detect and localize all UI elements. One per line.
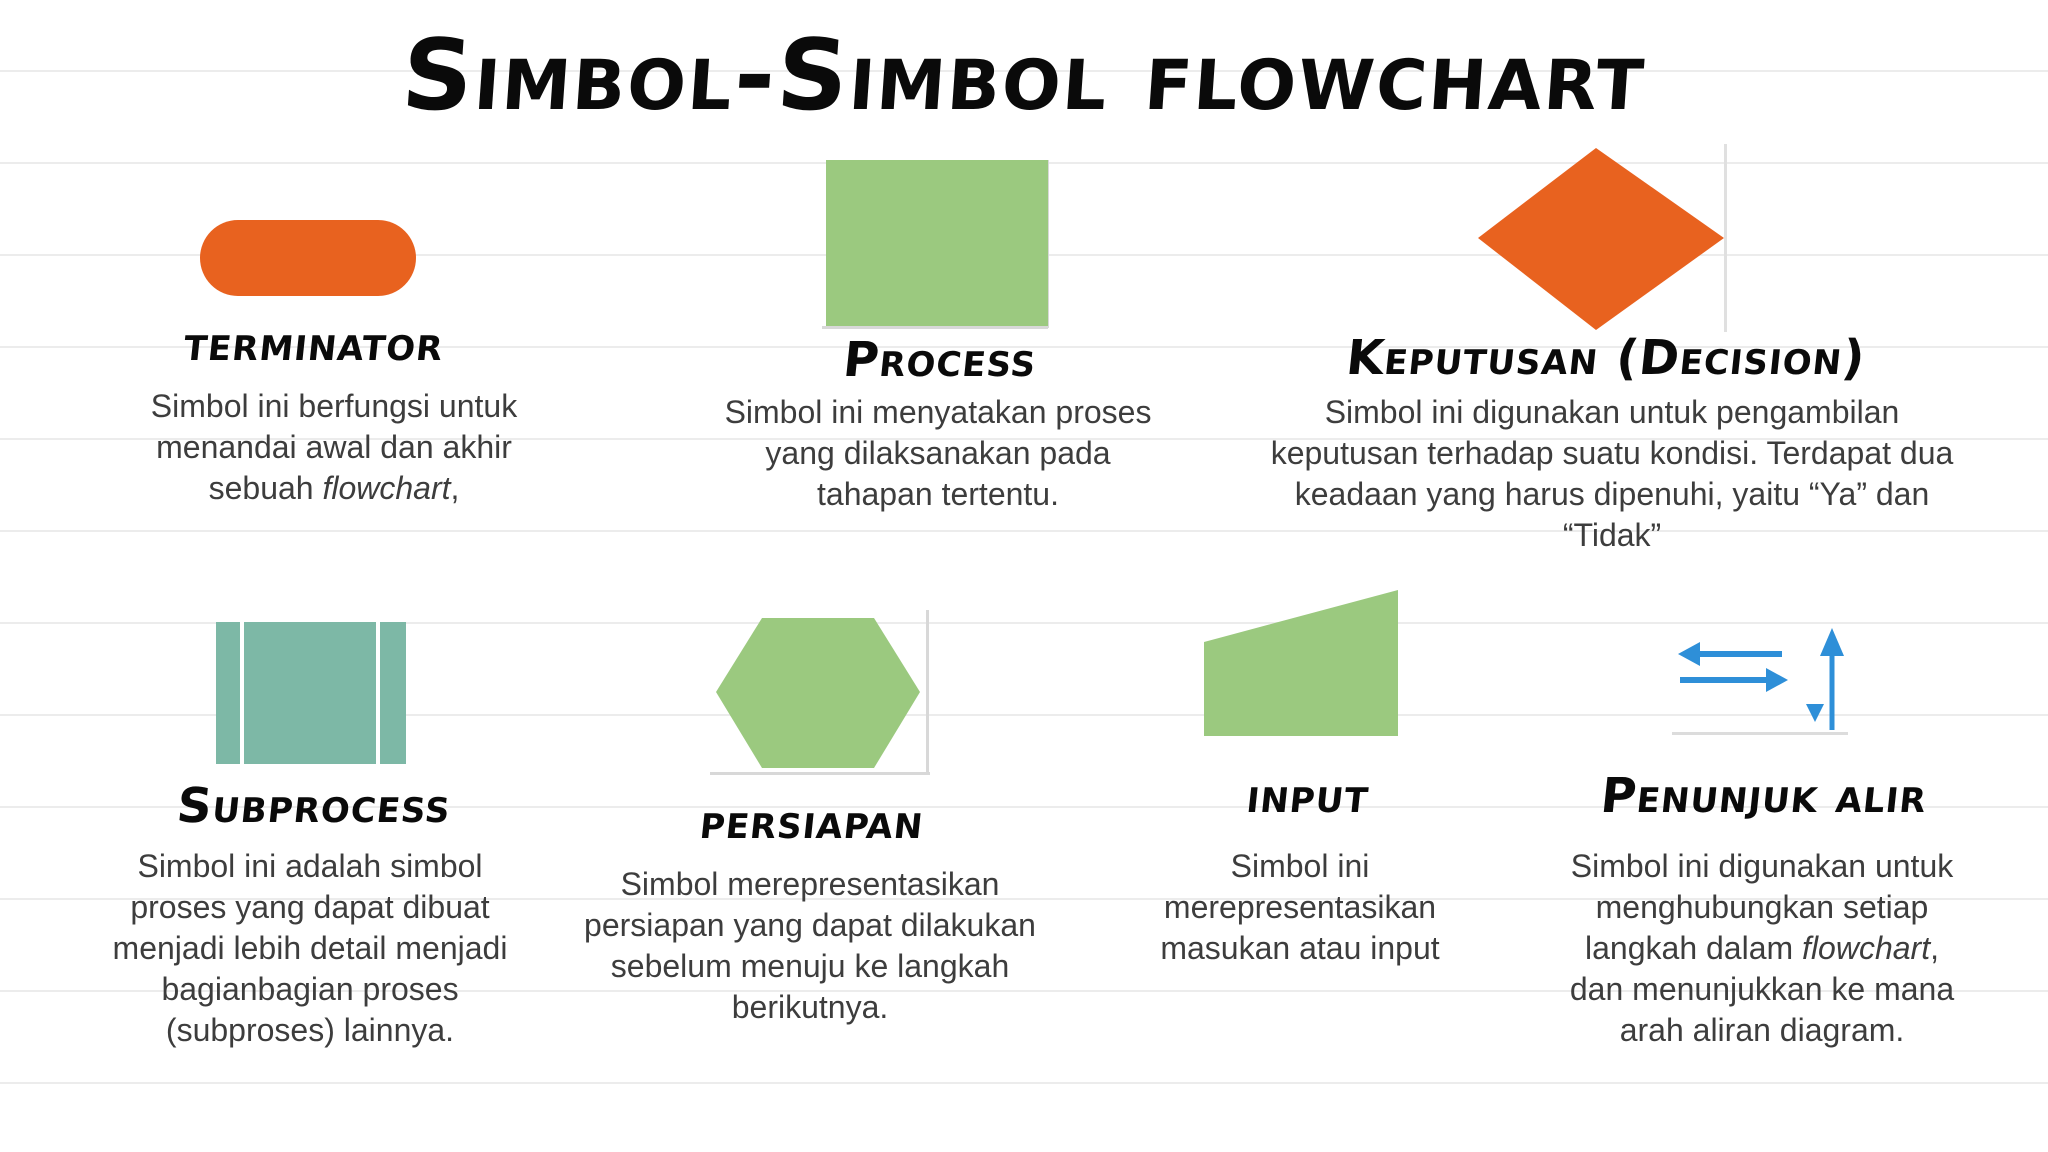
arrow-up-icon	[1820, 628, 1844, 730]
description-line: masukan atau input	[1160, 930, 1440, 966]
description-line: menandai awal dan akhir	[156, 429, 512, 465]
description-line: arah aliran diagram.	[1619, 1012, 1905, 1048]
description-line: merepresentasikan	[1163, 889, 1437, 925]
description-text: ,	[1930, 930, 1939, 966]
background-rule	[0, 438, 2048, 440]
description-line: Simbol merepresentasikan	[620, 866, 1000, 902]
description-emphasis: flowchart	[1802, 930, 1931, 966]
description-line: dan menunjukkan ke mana	[1569, 971, 1955, 1007]
decision-description: Simbol ini digunakan untuk pengambilan k…	[1232, 392, 1992, 556]
preparation-symbol	[706, 606, 930, 778]
flow-heading: Penunjuk alir	[1598, 768, 1931, 824]
description-text: ,	[450, 470, 460, 506]
description-text: sebuah	[208, 470, 323, 506]
description-text: langkah dalam	[1585, 930, 1803, 966]
flow-description: Simbol ini digunakan untuk menghubungkan…	[1522, 846, 2002, 1051]
description-line: menghubungkan setiap	[1595, 889, 1929, 925]
subprocess-heading: Subprocess	[174, 778, 454, 834]
subprocess-symbol	[214, 620, 410, 768]
background-rule	[0, 622, 2048, 624]
page-title: Simbol-Simbol flowchart	[398, 19, 1650, 133]
arrow-right-icon	[1680, 668, 1788, 692]
description-line: menjadi lebih detail menjadi	[112, 930, 508, 966]
background-rule	[0, 346, 2048, 348]
input-description: Simbol ini merepresentasikan masukan ata…	[1120, 846, 1480, 969]
description-line: berikutnya.	[731, 989, 889, 1025]
terminator-symbol	[196, 216, 422, 300]
process-description: Simbol ini menyatakan proses yang dilaks…	[688, 392, 1188, 515]
decision-symbol	[1466, 142, 1730, 336]
arrow-left-icon	[1678, 642, 1782, 666]
background-rule	[0, 806, 2048, 808]
background-rule	[0, 990, 2048, 992]
description-line: proses yang dapat dibuat	[130, 889, 490, 925]
description-line: tahapan tertentu.	[817, 476, 1059, 512]
description-line: keadaan yang harus dipenuhi, yaitu “Ya” …	[1294, 476, 1930, 512]
description-line: bagianbagian proses	[161, 971, 459, 1007]
description-line: Simbol ini digunakan untuk	[1570, 848, 1954, 884]
process-heading: Process	[840, 332, 1040, 388]
arrow-down-icon	[1806, 704, 1824, 722]
description-line: Simbol ini	[1230, 848, 1370, 884]
background-rule	[0, 70, 2048, 72]
description-line: Simbol ini menyatakan proses	[724, 394, 1152, 430]
description-line: Simbol ini berfungsi untuk	[150, 388, 518, 424]
background-rule	[0, 898, 2048, 900]
flow-arrows-symbol	[1670, 622, 1850, 738]
description-line: (subproses) lainnya.	[165, 1012, 455, 1048]
process-symbol	[818, 156, 1050, 332]
description-line: “Tidak”	[1562, 517, 1662, 553]
background-rule	[0, 530, 2048, 532]
description-line: keputusan terhadap suatu kondisi. Terdap…	[1270, 435, 1954, 471]
description-line: yang dilaksanakan pada	[765, 435, 1111, 471]
background-rule	[0, 1082, 2048, 1084]
description-emphasis: flowchart	[322, 470, 451, 506]
subprocess-description: Simbol ini adalah simbol proses yang dap…	[80, 846, 540, 1051]
input-heading: input	[1244, 768, 1372, 824]
terminator-description: Simbol ini berfungsi untuk menandai awal…	[94, 386, 574, 509]
decision-heading: Keputusan (Decision)	[1343, 330, 1869, 386]
terminator-heading: terminator	[181, 316, 447, 372]
preparation-heading: persiapan	[697, 794, 927, 850]
preparation-description: Simbol merepresentasikan persiapan yang …	[550, 864, 1070, 1028]
description-line: persiapan yang dapat dilakukan	[584, 907, 1036, 943]
description-line: Simbol ini digunakan untuk pengambilan	[1324, 394, 1900, 430]
description-line: langkah dalam flowchart,	[1522, 928, 2002, 969]
description-line: Simbol ini adalah simbol	[137, 848, 483, 884]
background-rule	[0, 714, 2048, 716]
description-line: sebuah flowchart,	[94, 468, 574, 509]
description-line: sebelum menuju ke langkah	[610, 948, 1010, 984]
input-symbol	[1200, 586, 1404, 738]
